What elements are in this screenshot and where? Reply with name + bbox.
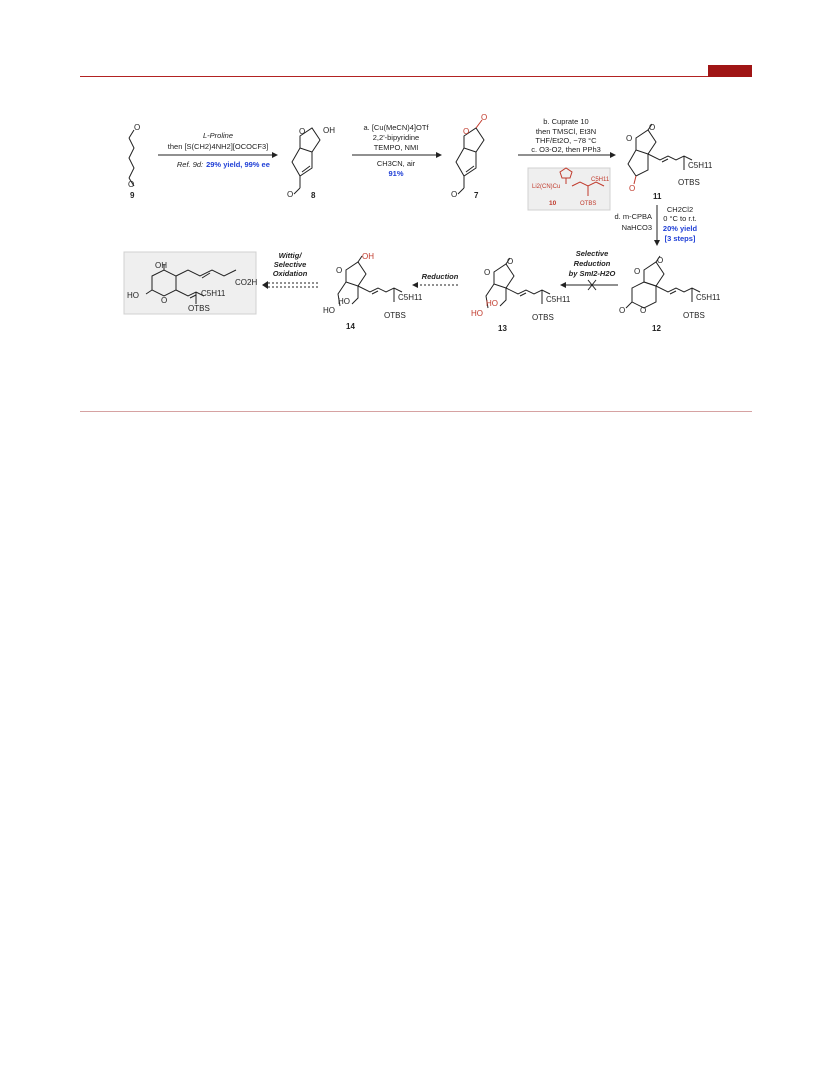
step3-solvent: THF/Et2O, −78 °C (535, 136, 597, 145)
step3-cuprate: b. Cuprate 10 (543, 117, 588, 126)
step4-nahco3: NaHCO3 (622, 223, 652, 232)
arrow-step-1-head (272, 152, 278, 158)
compound-12-structure (625, 255, 701, 309)
target-product-box (123, 251, 257, 315)
compound-14-otbs: OTBS (384, 311, 406, 320)
compound-9-label: 9 (130, 191, 135, 200)
compound-13-ring-o: O (484, 268, 490, 277)
step1-ref: Ref. 9d: (177, 160, 203, 169)
compound-14-c5h11: C5H11 (398, 293, 423, 302)
step6-label: Reduction (422, 272, 459, 281)
compound-14-structure (337, 255, 403, 307)
compound-7-carbonyl-o: O (481, 113, 487, 122)
compound-9-o-top: O (134, 123, 140, 132)
step1-reagent-salt: then [S(CH2)4NH2][OCOCF3] (168, 142, 268, 151)
step7-line3: Oxidation (273, 269, 308, 278)
compound-14-ring-o: O (336, 266, 342, 275)
compound-14-lactol-oh: OH (362, 252, 374, 261)
arrow-step-5-head (560, 282, 566, 288)
compound-13-c5h11: C5H11 (546, 295, 571, 304)
compound-13-label: 13 (498, 324, 507, 333)
compound-12-carbonyl-o-bottom: O (619, 306, 625, 315)
step2-reagent-tempo: TEMPO, NMI (374, 143, 419, 152)
compound-7-label: 7 (474, 191, 479, 200)
compound-7-aldehyde-o: O (451, 190, 457, 199)
arrow-step-3-head (610, 152, 616, 158)
step3-tmscl: then TMSCl, Et3N (536, 127, 596, 136)
step2-yield: 91% (388, 169, 403, 178)
step5-line3: by SmI2-H2O (569, 269, 616, 278)
compound-11-ketone-o: O (629, 184, 635, 193)
compound-13-carbonyl-o: O (507, 257, 513, 266)
step4-mcpba: d. m-CPBA (614, 212, 652, 221)
compound-11-structure (627, 123, 693, 185)
step7-line1: Wittig/ (279, 251, 303, 260)
compound-12-label: 12 (652, 324, 661, 333)
compound-11-label: 11 (653, 192, 662, 201)
compound-12-otbs: OTBS (683, 311, 705, 320)
cuprate-10-otbs: OTBS (580, 201, 596, 207)
step4-solvent: CH2Cl2 (667, 205, 693, 214)
compound-12-carbonyl-o-top: O (657, 256, 663, 265)
arrow-step-7-head (262, 281, 268, 289)
compound-9-structure (128, 129, 135, 187)
step5-line2: Reduction (574, 259, 611, 268)
target-co2h: CO2H (235, 278, 257, 287)
step2-reagent-bipy: 2,2'-bipyridine (373, 133, 419, 142)
compound-13-otbs: OTBS (532, 313, 554, 322)
compound-13-ho-primary: HO (471, 309, 483, 318)
step4-temp: 0 °C to r.t. (663, 214, 696, 223)
compound-11-c5h11: C5H11 (688, 161, 713, 170)
header-tab (708, 65, 752, 77)
cuprate-10-structure (559, 167, 605, 196)
step2-solvent: CH3CN, air (377, 159, 416, 168)
target-c5h11: C5H11 (201, 289, 226, 298)
arrow-step-2-head (436, 152, 442, 158)
footer-rule (80, 411, 752, 412)
step2-reagent-cu: a. [Cu(MeCN)4]OTf (363, 123, 429, 132)
compound-8-ring-o: O (299, 127, 305, 136)
arrow-step-4-head (654, 240, 660, 246)
compound-13-structure (485, 257, 551, 309)
arrow-step-5-cross-b (587, 279, 597, 291)
cuprate-10-li: Li2(CN)Cu (532, 184, 560, 190)
compound-8-oh: OH (323, 126, 335, 135)
compound-14-ho-primary: HO (323, 306, 335, 315)
step7-line2: Selective (274, 260, 307, 269)
compound-7-ring-o: O (463, 127, 469, 136)
compound-8-structure (291, 127, 321, 195)
cuprate-10-box (527, 167, 611, 211)
step1-reagent-proline: L-Proline (203, 131, 233, 140)
compound-11-carbonyl-o: O (649, 123, 655, 132)
step5-line1: Selective (576, 249, 609, 258)
target-oh: OH (155, 261, 167, 270)
compound-13-ho-secondary: HO (486, 299, 498, 308)
arrow-step-6-head (412, 282, 418, 288)
compound-7-structure (455, 119, 485, 195)
cuprate-10-c5h11: C5H11 (591, 177, 610, 183)
compound-8-label: 8 (311, 191, 316, 200)
compound-14-ho-secondary: HO (338, 297, 350, 306)
step4-yield: 20% yield (663, 224, 698, 233)
compound-12-ring-o-top: O (634, 267, 640, 276)
target-otbs: OTBS (188, 304, 210, 313)
compound-12-ring-o-bottom: O (640, 306, 646, 315)
step4-steps: [3 steps] (665, 234, 696, 243)
compound-11-ring-o: O (626, 134, 632, 143)
target-product-structure (145, 264, 237, 304)
target-ho: HO (127, 291, 139, 300)
step3-ozone: c. O3-O2, then PPh3 (531, 145, 601, 154)
target-ring-o: O (161, 296, 167, 305)
compound-11-otbs: OTBS (678, 178, 700, 187)
compound-14-label: 14 (346, 322, 355, 331)
compound-9-o-bottom: O (128, 180, 134, 189)
compound-8-aldehyde-o: O (287, 190, 293, 199)
cuprate-10-label: 10 (549, 200, 557, 207)
header-rule (80, 76, 752, 77)
step1-yield: 29% yield, 99% ee (206, 160, 270, 169)
compound-12-c5h11: C5H11 (696, 293, 721, 302)
